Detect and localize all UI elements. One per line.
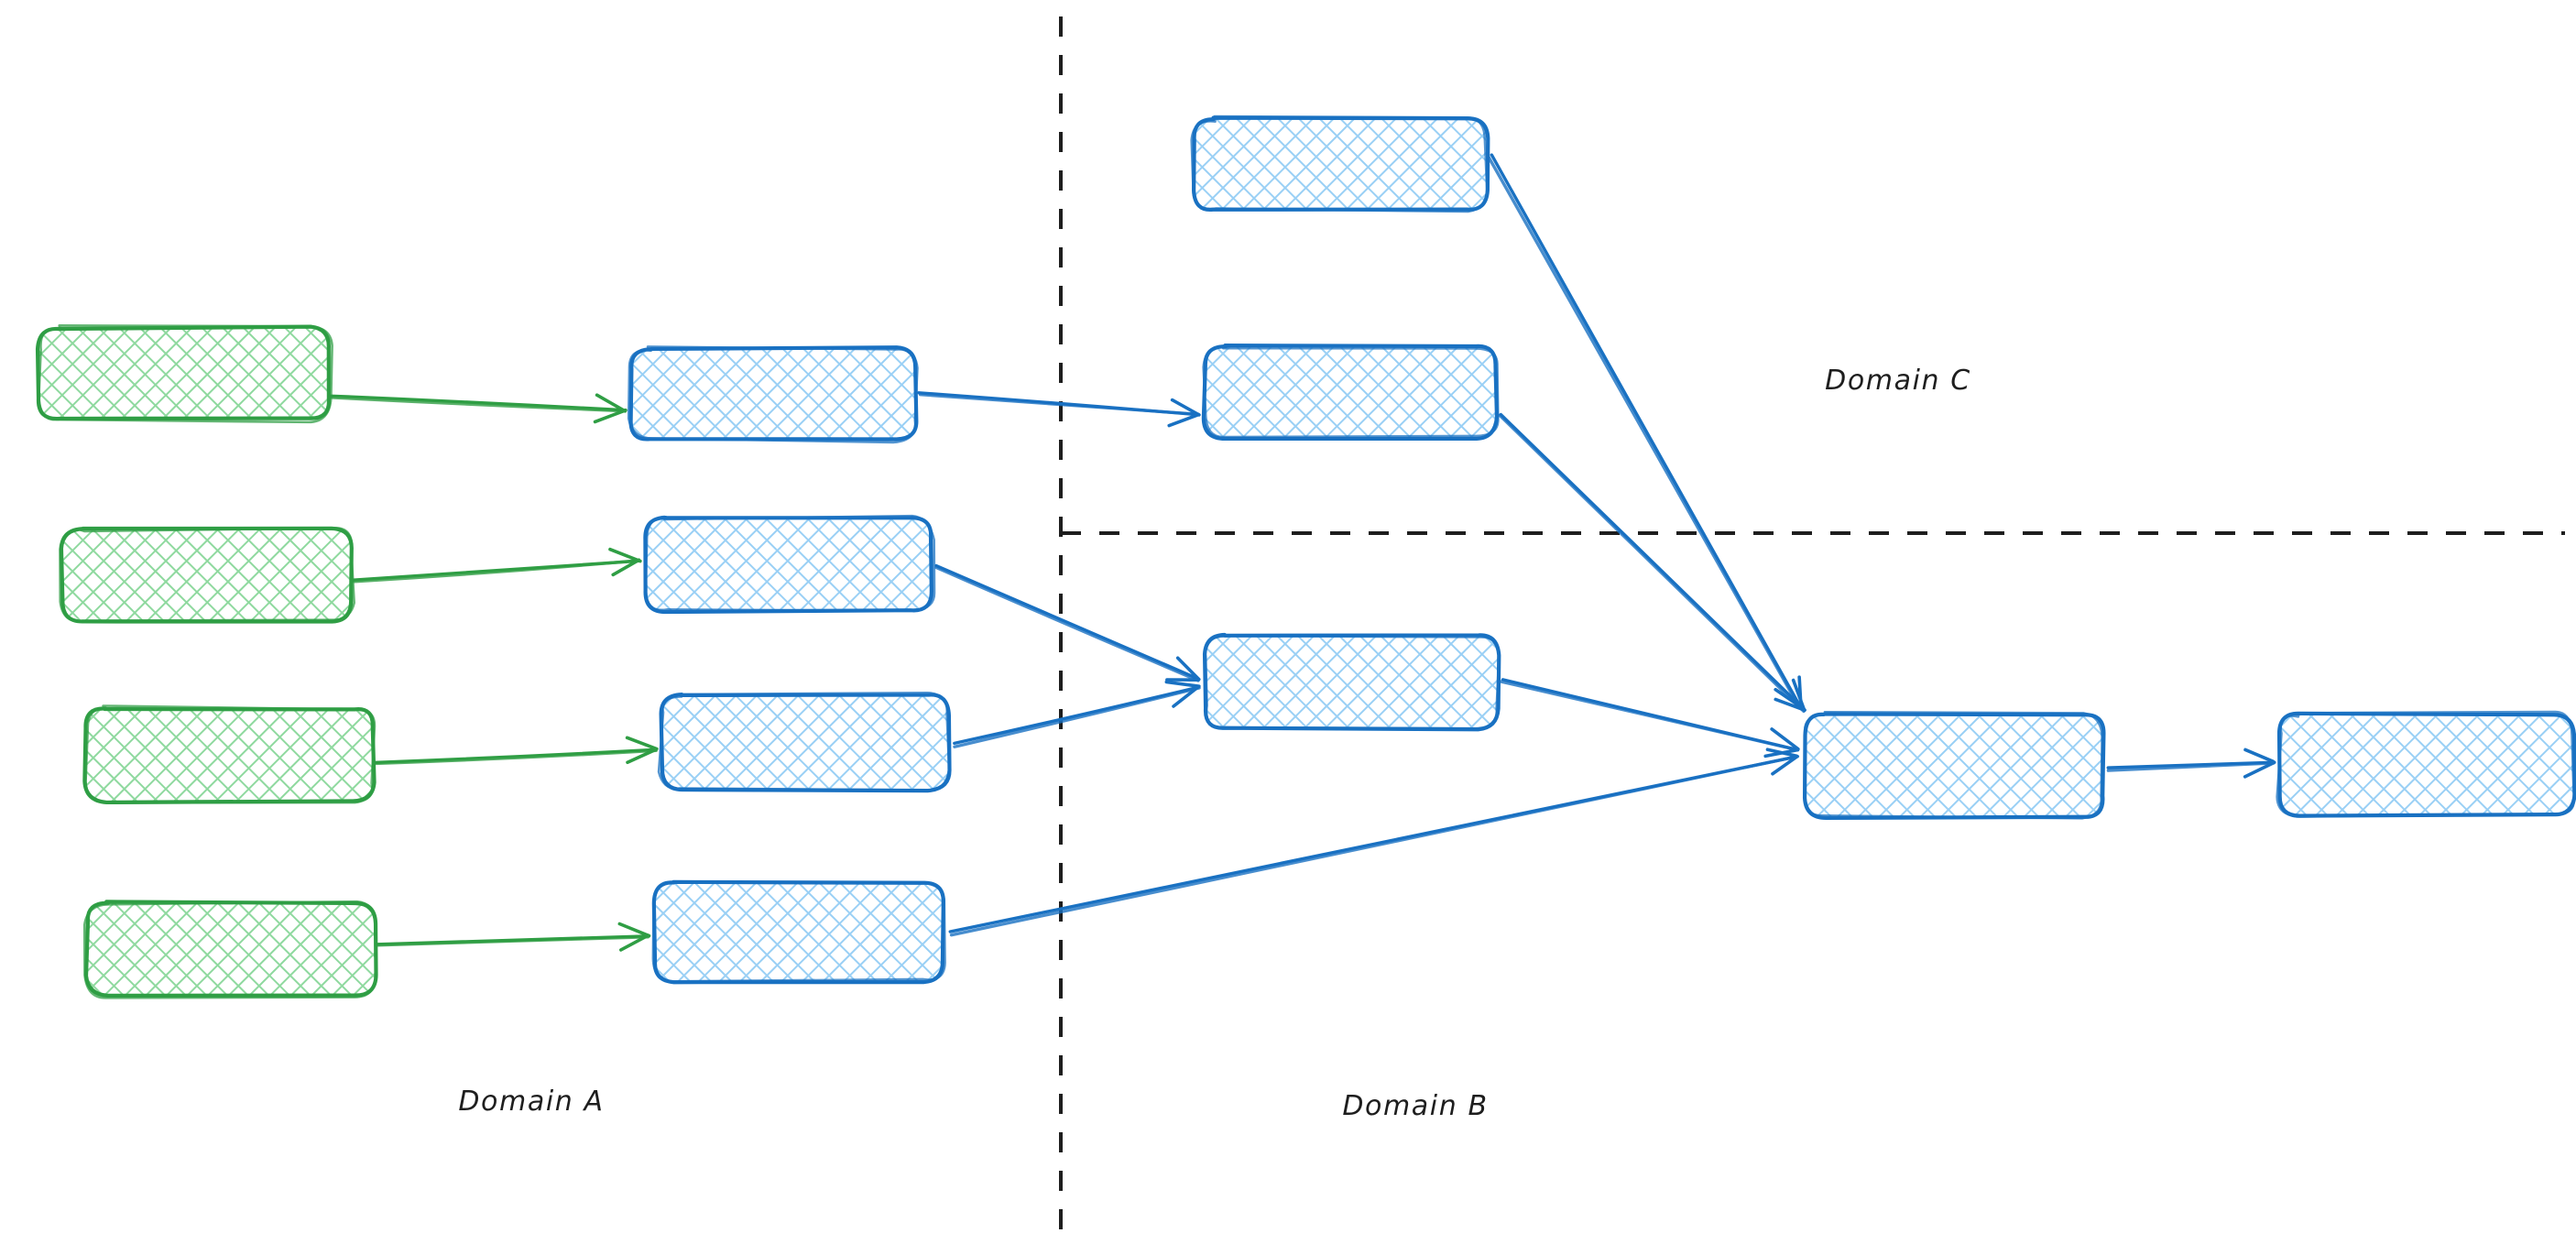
nodes-layer	[35, 115, 2576, 999]
domain-labels-layer: Domain A Domain B Domain C	[458, 365, 1970, 1122]
edge-e-b2-c3	[934, 563, 1201, 682]
node-d1[interactable]	[1802, 710, 2106, 821]
node-outline	[1190, 115, 1489, 213]
arrowhead-stroke	[1164, 680, 1201, 688]
node-b1[interactable]	[627, 345, 919, 444]
arrowhead-stroke	[626, 748, 657, 765]
edge-stroke	[1499, 680, 1800, 752]
edge-stroke	[375, 935, 649, 947]
edge-e-c3-d1	[1499, 678, 1800, 758]
arrowhead-stroke	[1791, 678, 1806, 713]
node-b2[interactable]	[643, 514, 936, 615]
edge-stroke	[934, 565, 1200, 682]
edge-stroke	[353, 559, 641, 584]
node-outline	[627, 345, 919, 444]
arrowhead-stroke	[619, 933, 650, 952]
label-domain-a: Domain A	[458, 1086, 604, 1118]
edge-stroke	[374, 748, 658, 766]
node-outline	[59, 527, 355, 623]
node-fill	[644, 518, 933, 612]
edge-e-a3-b3	[374, 736, 659, 766]
arrowhead-stroke	[1774, 697, 1806, 712]
node-fill	[62, 529, 353, 622]
node-fill	[2278, 714, 2575, 816]
arrowhead-stroke	[608, 547, 642, 563]
node-fill	[87, 901, 377, 997]
node-fill	[630, 347, 917, 440]
node-a1[interactable]	[35, 324, 333, 424]
node-b3[interactable]	[657, 691, 952, 793]
node-outline	[1202, 344, 1500, 439]
node-outline	[1204, 634, 1501, 730]
node-b4[interactable]	[651, 879, 946, 985]
node-outline	[651, 880, 946, 983]
edge-e-a1-b1	[330, 393, 628, 424]
edge-e-c1-d1	[1487, 153, 1804, 710]
node-outline	[1803, 710, 2103, 820]
node-c1[interactable]	[1190, 115, 1490, 213]
arrowhead-stroke	[2243, 748, 2276, 763]
edge-e-d1-d2	[2106, 748, 2276, 779]
arrowhead-stroke	[595, 393, 628, 413]
node-c3[interactable]	[1202, 632, 1501, 732]
arrowhead-stroke	[1167, 412, 1201, 428]
node-a4[interactable]	[82, 900, 378, 999]
node-a3[interactable]	[82, 704, 377, 805]
edge-stroke	[918, 392, 1200, 416]
edge-e-a2-b2	[351, 547, 642, 584]
edge-stroke	[934, 563, 1200, 681]
arrowhead-stroke	[617, 922, 651, 938]
node-fill	[660, 693, 950, 790]
node-outline	[644, 514, 936, 612]
arrowhead-stroke	[2243, 760, 2276, 779]
arrowhead-stroke	[1771, 755, 1799, 776]
node-fill	[1204, 345, 1497, 439]
arrowhead-stroke	[1175, 656, 1201, 682]
arrowhead-stroke	[593, 408, 628, 424]
arrowhead-stroke	[1770, 727, 1800, 751]
node-fill	[84, 708, 375, 802]
node-a2[interactable]	[59, 526, 355, 624]
edge-stroke	[330, 396, 626, 413]
node-fill	[1804, 714, 2104, 818]
arrowhead-stroke	[625, 736, 659, 751]
edge-e-a4-b4	[375, 922, 651, 952]
domain-dividers	[1059, 16, 2565, 1244]
node-outline	[657, 691, 951, 791]
edge-e-b1-c2	[917, 391, 1201, 428]
node-outline	[35, 324, 332, 421]
label-domain-b: Domain B	[1342, 1090, 1488, 1122]
edge-e-c2-d1	[1498, 412, 1806, 714]
arrowhead-stroke	[1172, 684, 1200, 708]
node-c2[interactable]	[1201, 344, 1500, 442]
node-fill	[1204, 634, 1499, 729]
node-fill	[653, 881, 944, 981]
edge-stroke	[953, 686, 1201, 748]
edge-stroke	[1498, 413, 1806, 714]
node-fill	[38, 327, 331, 420]
node-outline	[38, 324, 333, 424]
arrowhead-stroke	[1170, 398, 1201, 417]
node-fill	[1193, 118, 1488, 211]
node-d2[interactable]	[2276, 710, 2576, 818]
edge-stroke	[949, 754, 1800, 937]
edge-e-b4-d1	[948, 748, 1800, 937]
edge-stroke	[2106, 761, 2276, 772]
edge-stroke	[1487, 155, 1802, 710]
node-outline	[84, 704, 377, 804]
edge-e-b3-c3	[953, 680, 1201, 748]
label-domain-c: Domain C	[1825, 365, 1971, 397]
node-outline	[82, 900, 377, 999]
node-outline	[2276, 710, 2576, 818]
edges-layer	[330, 153, 2276, 952]
arrowhead-stroke	[611, 558, 641, 577]
arrowhead-stroke	[1763, 748, 1800, 758]
